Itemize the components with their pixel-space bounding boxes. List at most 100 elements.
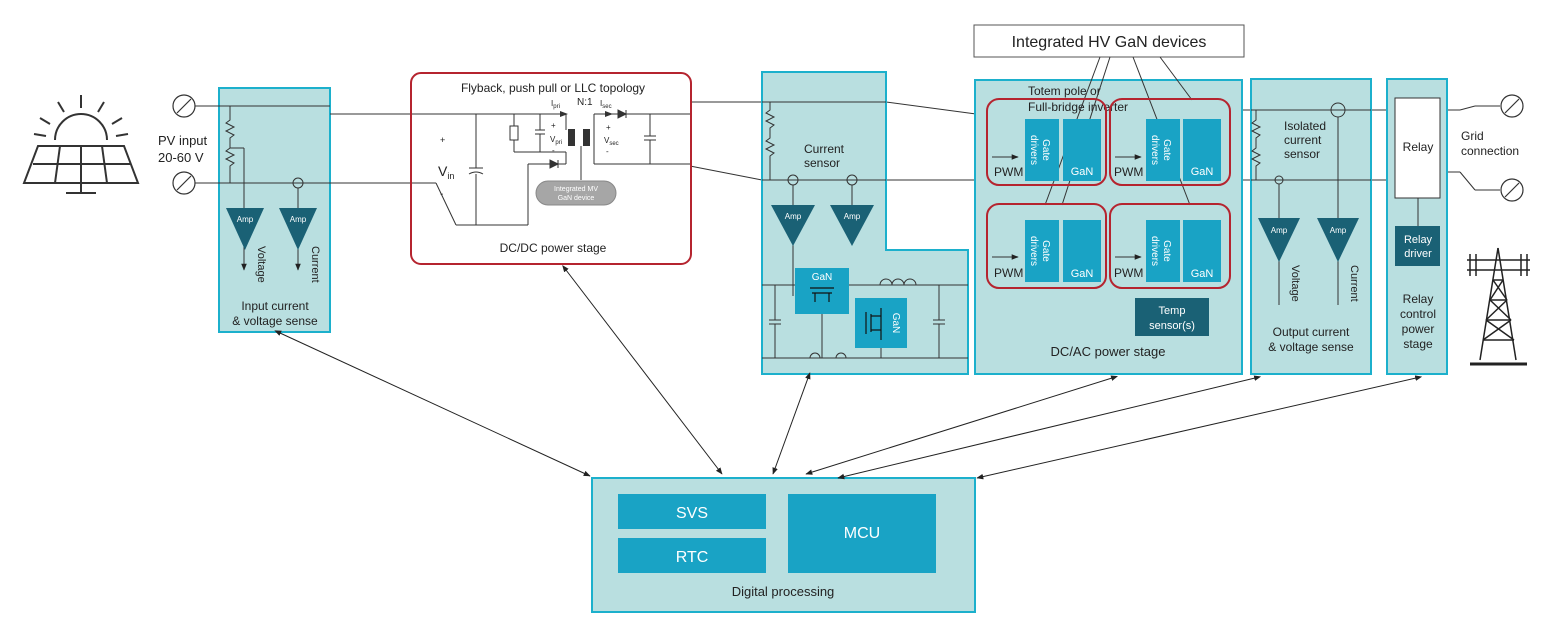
output-sense-circuit (1250, 102, 1371, 305)
output-amp2-label: Amp (1330, 226, 1347, 235)
current-sensor-label2: sensor (804, 156, 840, 170)
temp-sensor-label1: Temp (1159, 305, 1186, 317)
gate-label-3b: drivers (1028, 236, 1039, 266)
rtc-label: RTC (676, 549, 709, 566)
isec-label: Isec (600, 99, 612, 110)
input-sense-title1: Input current (241, 299, 309, 313)
output-sense-title2: & voltage sense (1268, 340, 1354, 354)
grid-label1: Grid (1461, 129, 1484, 143)
vsec-minus: - (606, 147, 609, 156)
mv-gan-label2: GaN device (558, 195, 595, 202)
grid-terminal-top (1500, 94, 1524, 118)
boost-circuit (762, 101, 968, 359)
relay-label: Relay (1403, 140, 1434, 154)
hv-gan-callout-label: Integrated HV GaN devices (1012, 34, 1207, 51)
boost-gan-switch1 (795, 268, 849, 314)
gan-transistor-symbol-1 (810, 287, 834, 302)
output-current-amp (1317, 218, 1359, 262)
relay-driver-block (1395, 226, 1440, 266)
gate-label-1a: Gate (1040, 139, 1051, 161)
boost-amp2 (830, 205, 874, 246)
input-voltage-label: Voltage (255, 246, 267, 283)
digital-processing-title: Digital processing (732, 584, 835, 599)
dcdc-title: DC/DC power stage (500, 241, 607, 255)
relay-title2: control (1400, 307, 1436, 321)
vsec-plus: + (606, 123, 611, 132)
boost-amp2-label: Amp (844, 212, 861, 221)
dcdc-circuit (412, 109, 690, 226)
gate-label-3a: Gate (1040, 240, 1051, 262)
pwm-label-2: PWM (1114, 165, 1143, 179)
gate-label-2a: Gate (1161, 139, 1172, 161)
dcdc-panel (410, 72, 692, 265)
isolated-label2: current (1284, 133, 1322, 147)
mcu-block (788, 494, 936, 573)
ipri-label: Ipri (551, 99, 560, 110)
boost-amp1-label: Amp (785, 212, 802, 221)
relay-title4: stage (1403, 337, 1433, 351)
svs-label: SVS (676, 505, 708, 522)
communication-arrows (274, 264, 1423, 480)
vsec-label: Vsec (604, 136, 619, 147)
boost-gan1-label: GaN (812, 272, 833, 283)
rtc-block (618, 538, 766, 573)
current-sensor-label1: Current (804, 142, 845, 156)
gan-transistor-symbol-2 (865, 308, 882, 340)
gate-label-1b: drivers (1028, 135, 1039, 165)
gan-label-1: GaN (1071, 166, 1094, 178)
output-current-label: Current (1348, 265, 1360, 302)
pv-terminal-bottom (172, 171, 196, 195)
relay-driver-label2: driver (1404, 248, 1432, 260)
vpri-label: Vpri (550, 135, 562, 146)
isolated-label3: sensor (1284, 147, 1320, 161)
output-sense-title1: Output current (1273, 325, 1350, 339)
gan-cell-4: PWM Gate drivers GaN (1109, 203, 1231, 289)
vpri-plus: + (551, 121, 556, 130)
mv-gan-label1: Integrated MV (554, 186, 598, 193)
output-amp1-label: Amp (1271, 226, 1288, 235)
hv-gan-callout (973, 24, 1245, 58)
pwm-label-1: PWM (994, 165, 1023, 179)
gan-label-2: GaN (1191, 166, 1214, 178)
vin-label: Vin (438, 163, 454, 181)
output-voltage-amp (1258, 218, 1300, 262)
gate-label-4a: Gate (1161, 240, 1172, 262)
relay-title1: Relay (1403, 292, 1434, 306)
grid-label2: connection (1461, 144, 1519, 158)
gan-cell-3: PWM Gate drivers GaN (986, 203, 1107, 289)
input-current-label: Current (309, 246, 321, 283)
dcdc-topology-label: Flyback, push pull or LLC topology (461, 81, 645, 95)
svs-block (618, 494, 766, 529)
integrated-mv-gan-device (535, 180, 617, 206)
vpri-minus: - (552, 146, 555, 155)
pwm-label-4: PWM (1114, 266, 1143, 280)
pwm-label-3: PWM (994, 266, 1023, 280)
solar-panel-icon (22, 95, 140, 194)
gan-cell-1: PWM Gate drivers GaN (986, 98, 1107, 186)
dcac-topology1: Totem pole or (1028, 84, 1101, 98)
input-amp1-label: Amp (237, 215, 254, 224)
isolated-label1: Isolated (1284, 119, 1326, 133)
pv-terminal-top (172, 94, 196, 118)
vin-minus: - (440, 189, 443, 200)
input-voltage-amp (226, 208, 264, 250)
main-wires (195, 101, 1500, 191)
relay-title3: power (1402, 322, 1435, 336)
gate-label-4b: drivers (1149, 236, 1160, 266)
temp-sensor-block (1135, 298, 1209, 336)
temp-sensor-label2: sensor(s) (1149, 320, 1195, 332)
gan-cell-2: PWM Gate drivers GaN (1109, 98, 1231, 186)
mcu-label: MCU (844, 525, 880, 542)
vin-plus: + (440, 135, 445, 145)
input-amp2-label: Amp (290, 215, 307, 224)
input-current-amp (279, 208, 317, 250)
boost-gan2-label: GaN (890, 313, 901, 334)
dcac-title: DC/AC power stage (1051, 344, 1166, 359)
output-voltage-label: Voltage (1289, 265, 1301, 302)
boost-amp1 (771, 205, 815, 246)
transmission-tower-icon (1467, 247, 1530, 366)
turns-ratio-label: N:1 (577, 97, 593, 108)
pv-input-label: PV input (158, 133, 208, 148)
gan-label-3: GaN (1071, 268, 1094, 280)
